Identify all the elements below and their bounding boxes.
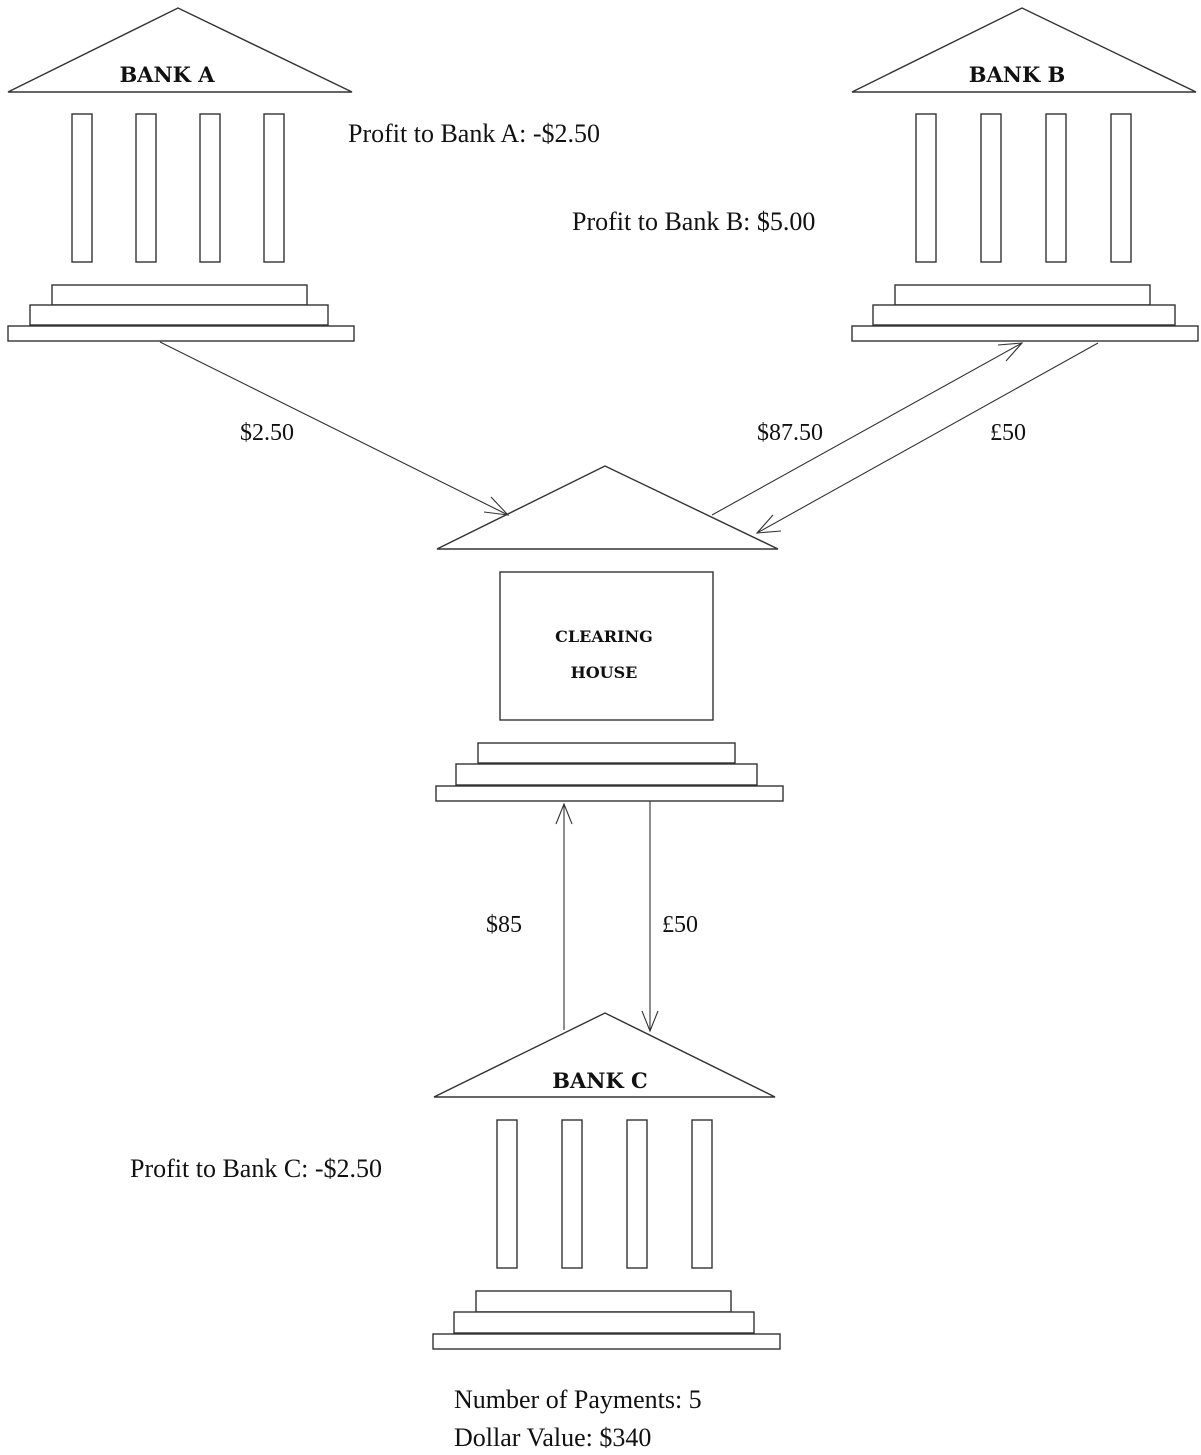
bank-c-pillar — [562, 1120, 582, 1268]
bank-c-title: BANK C — [552, 1068, 648, 1093]
clearing-house-step — [456, 764, 757, 785]
flow-label-c-to-clearing-house: $85 — [486, 912, 522, 938]
bank-a-step — [52, 285, 307, 305]
flow-line — [160, 342, 508, 515]
bank-b-pillar — [916, 114, 936, 262]
flow-clearing-house-to-c — [642, 801, 658, 1031]
bank-a-pillar — [200, 114, 220, 262]
clearing-house-roof — [437, 466, 778, 549]
bank-a: BANK A — [8, 8, 354, 341]
arrow-head — [484, 497, 508, 515]
profit-bank-a: Profit to Bank A: -$2.50 — [348, 119, 600, 148]
bank-c-base — [433, 1334, 780, 1349]
clearing-house-box — [500, 572, 713, 720]
flow-label-clearing-house-to-b: $87.50 — [757, 420, 823, 446]
bank-a-title: BANK A — [119, 62, 215, 87]
clearing-house-step — [478, 743, 735, 763]
bank-c: BANK C — [433, 1013, 780, 1349]
flow-label-a-to-clearing-house: $2.50 — [240, 420, 294, 446]
bank-c-pillar — [627, 1120, 647, 1268]
bank-b-pillar — [1046, 114, 1066, 262]
bank-b: BANK B — [852, 8, 1198, 341]
flow-label-clearing-house-to-c: £50 — [662, 912, 698, 938]
bank-c-pillar — [692, 1120, 712, 1268]
bank-b-title: BANK B — [969, 62, 1066, 87]
clearing-house-label-line1: CLEARING — [555, 627, 653, 646]
bank-b-pillar — [981, 114, 1001, 262]
bank-a-step — [30, 305, 328, 325]
bank-b-pillar — [1111, 114, 1131, 262]
bank-a-pillar — [136, 114, 156, 262]
bank-c-pillar — [497, 1120, 517, 1268]
clearing-house-label-line2: HOUSE — [571, 663, 638, 682]
clearing-house: CLEARING HOUSE — [436, 466, 783, 801]
bank-b-step — [873, 305, 1175, 325]
bank-c-step — [454, 1312, 754, 1333]
flow-c-to-clearing-house — [556, 804, 572, 1030]
clearing-house-base — [436, 786, 783, 801]
flow-a-to-clearing-house — [160, 342, 508, 515]
bank-a-pillar — [264, 114, 284, 262]
bank-b-base — [852, 326, 1198, 341]
flow-label-b-to-clearing-house: £50 — [990, 420, 1026, 446]
bank-b-step — [895, 285, 1150, 305]
arrow-head — [998, 343, 1022, 361]
arrow-head — [757, 515, 781, 533]
profit-bank-c: Profit to Bank C: -$2.50 — [130, 1154, 382, 1183]
bank-c-step — [476, 1291, 731, 1312]
bank-a-base — [8, 326, 354, 341]
summary-number-of-payments: Number of Payments: 5 — [454, 1385, 702, 1414]
profit-bank-b: Profit to Bank B: $5.00 — [572, 207, 815, 236]
bank-a-pillar — [72, 114, 92, 262]
summary-dollar-value: Dollar Value: $340 — [454, 1423, 651, 1452]
